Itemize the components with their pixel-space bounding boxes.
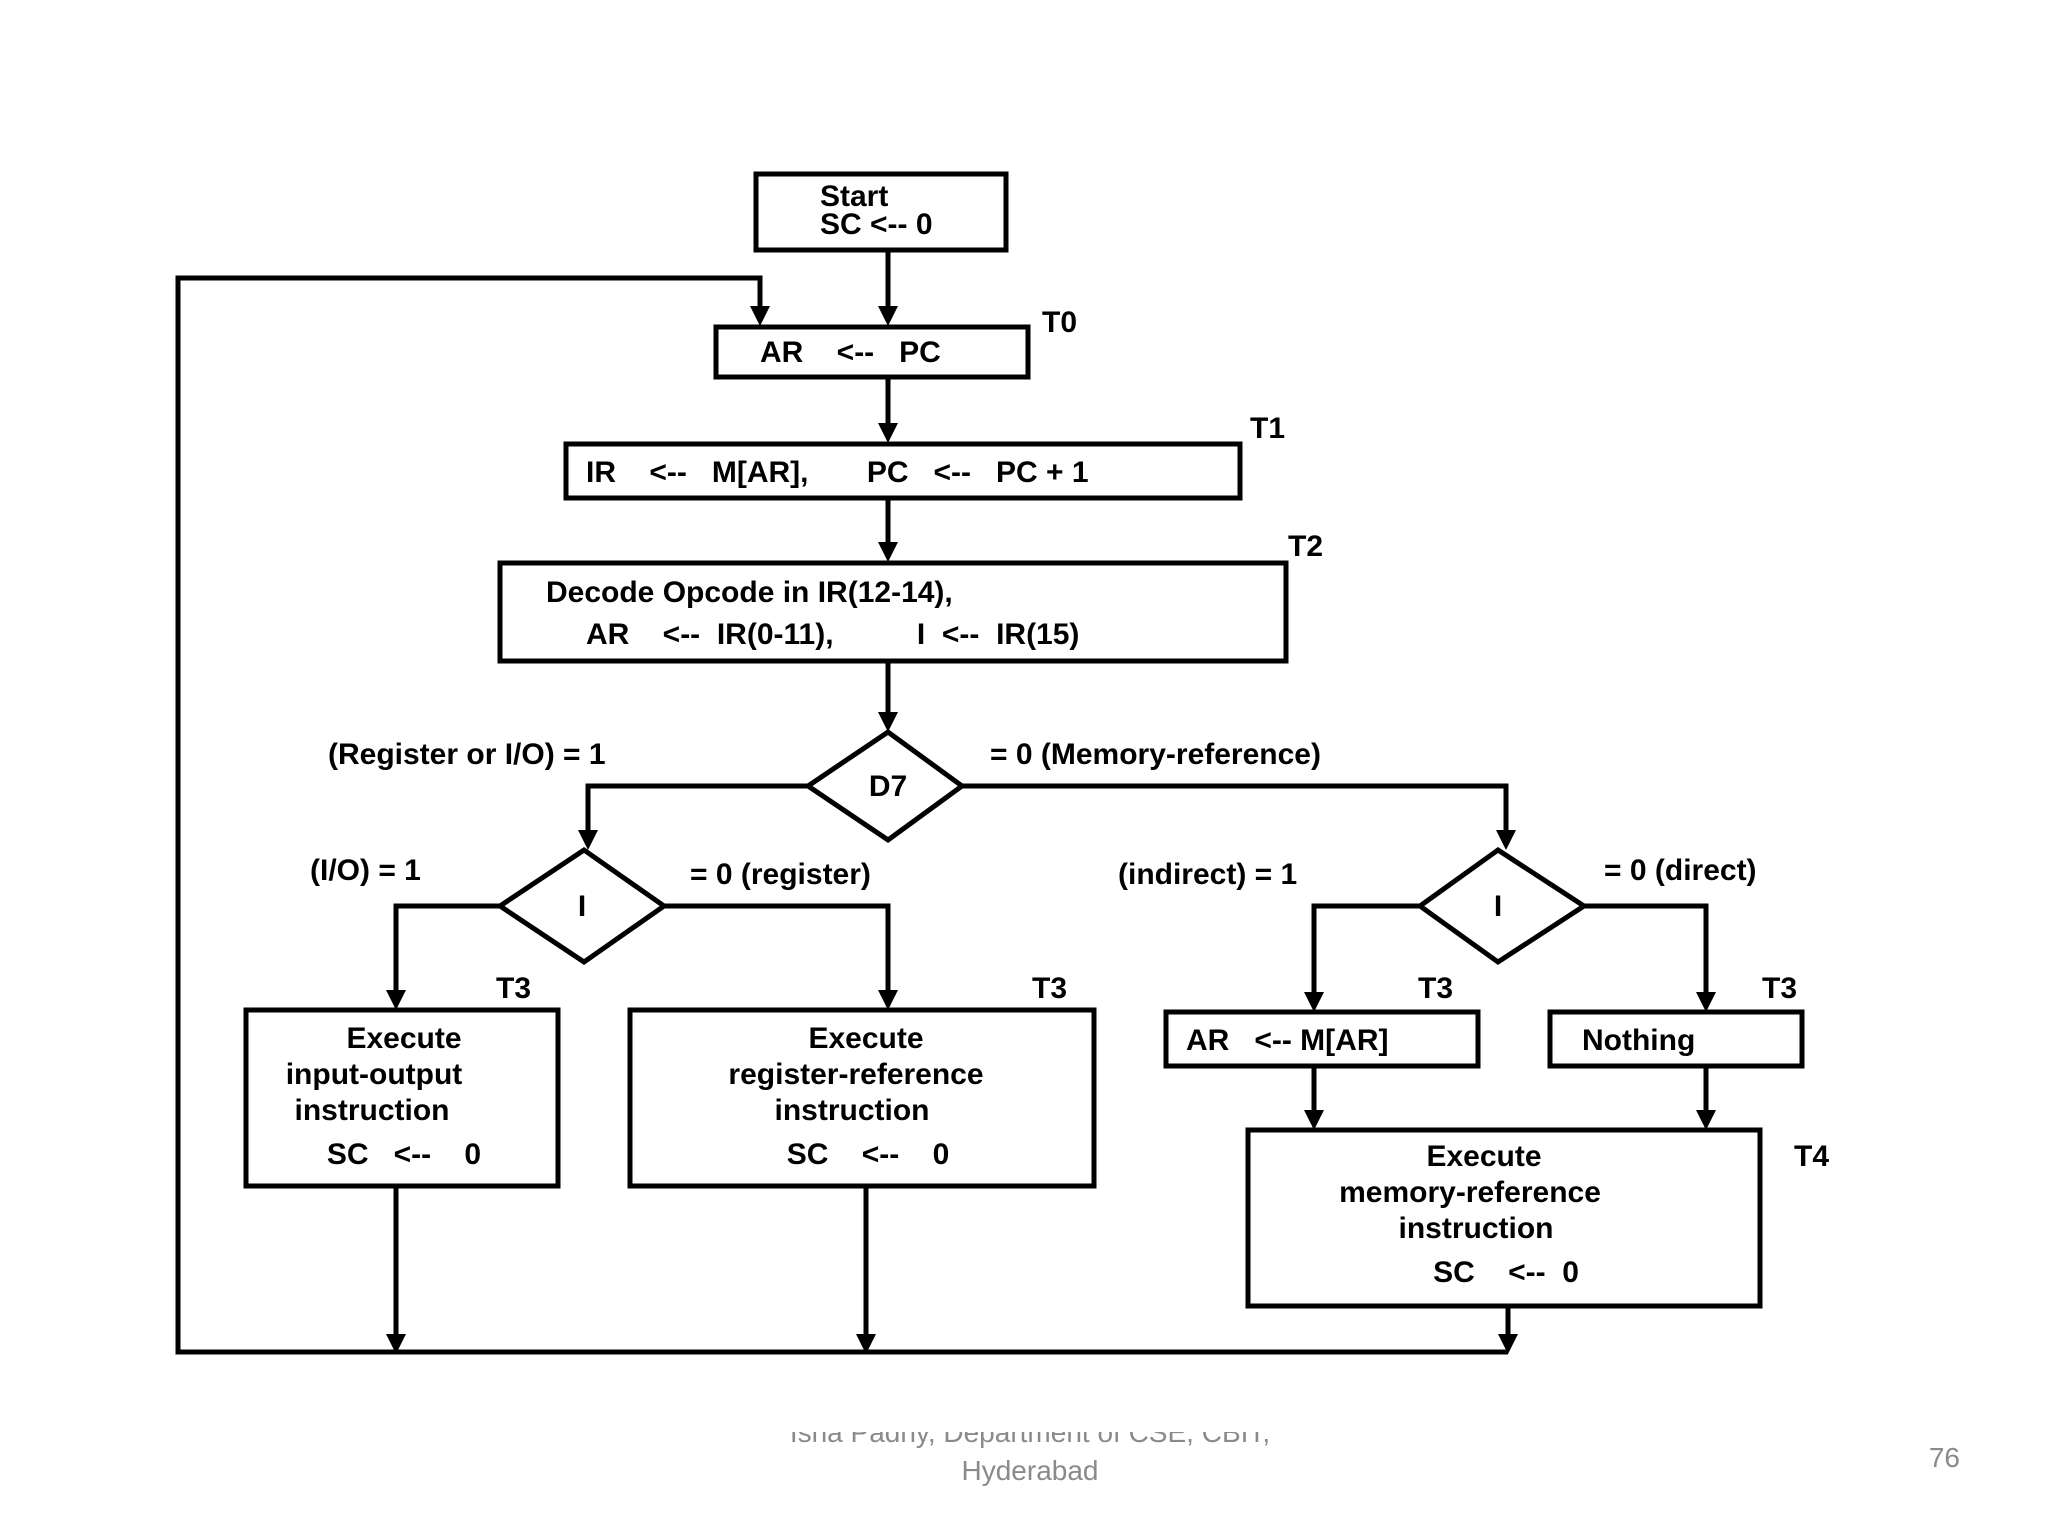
footer-author-partial: Isha Padhy, Department of CSE, CBIT, (789, 1432, 1271, 1448)
nothing-box-text: Nothing (1582, 1024, 1695, 1057)
i-left-label: I (578, 890, 586, 923)
d7-decision (803, 728, 967, 844)
reg-box-line1: Execute (808, 1022, 923, 1055)
reg-box-line2: register-reference (728, 1058, 983, 1091)
reg-box-line4: SC <-- 0 (787, 1138, 950, 1171)
t2-box-line2: AR <-- IR(0-11), I <-- IR(15) (586, 618, 1079, 651)
timing-t3-io: T3 (496, 972, 531, 1005)
branch-label-register: = 0 (register) (690, 858, 871, 891)
io-execute-box (243, 1007, 561, 1189)
t2-box-line1: Decode Opcode in IR(12-14), (546, 576, 953, 609)
slide-number: 76 (1928, 1442, 1960, 1473)
t0-box (713, 324, 1031, 380)
io-box-line2: input-output (286, 1058, 463, 1091)
start-box (753, 171, 1009, 253)
branch-label-indirect: (indirect) = 1 (1118, 858, 1297, 891)
mem-box-line1: Execute (1426, 1140, 1541, 1173)
t2-box (497, 560, 1289, 664)
start-sc-label: SC <-- 0 (820, 208, 933, 241)
start-label: Start (820, 180, 888, 213)
t0-box-text: AR <-- PC (760, 336, 941, 369)
branch-label-register-or-io: (Register or I/O) = 1 (328, 738, 606, 771)
memory-execute-box (1245, 1127, 1763, 1309)
register-execute-box (627, 1007, 1097, 1189)
footer-author-cut-line: Isha Padhy, Department of CSE, CBIT, (700, 1432, 1360, 1452)
footer-author-city: Hyderabad (961, 1455, 1099, 1486)
io-box-line3: instruction (295, 1094, 450, 1127)
nothing-box (1547, 1009, 1805, 1069)
reg-box-line3: instruction (775, 1094, 930, 1127)
arrowheads (386, 306, 1716, 1354)
indirect-box (1163, 1009, 1481, 1069)
footer-author: Isha Padhy, Department of CSE, CBIT, Hyd… (700, 1432, 1360, 1490)
timing-t0: T0 (1042, 306, 1077, 339)
timing-t1: T1 (1250, 412, 1285, 445)
branch-label-memory-reference: = 0 (Memory-reference) (990, 738, 1321, 771)
timing-t4: T4 (1794, 1140, 1829, 1173)
mem-box-line4: SC <-- 0 (1433, 1256, 1579, 1289)
t1-box (563, 441, 1243, 501)
i-right-decision (1415, 846, 1589, 966)
i-left-decision (495, 846, 669, 966)
mem-box-line2: memory-reference (1339, 1176, 1601, 1209)
branch-label-direct: = 0 (direct) (1604, 854, 1757, 887)
timing-t3-indirect: T3 (1418, 972, 1453, 1005)
connector-lines (175, 250, 1709, 1355)
timing-t2: T2 (1288, 530, 1323, 563)
branch-label-io: (I/O) = 1 (310, 854, 421, 887)
timing-t3-direct: T3 (1762, 972, 1797, 1005)
timing-t3-register: T3 (1032, 972, 1067, 1005)
io-box-line4: SC <-- 0 (327, 1138, 481, 1171)
d7-label: D7 (869, 770, 907, 803)
indirect-box-text: AR <-- M[AR] (1186, 1024, 1388, 1057)
i-right-label: I (1494, 890, 1502, 923)
mem-box-line3: instruction (1399, 1212, 1554, 1245)
io-box-line1: Execute (346, 1022, 461, 1055)
t1-box-text: IR <-- M[AR], PC <-- PC + 1 (586, 456, 1089, 489)
